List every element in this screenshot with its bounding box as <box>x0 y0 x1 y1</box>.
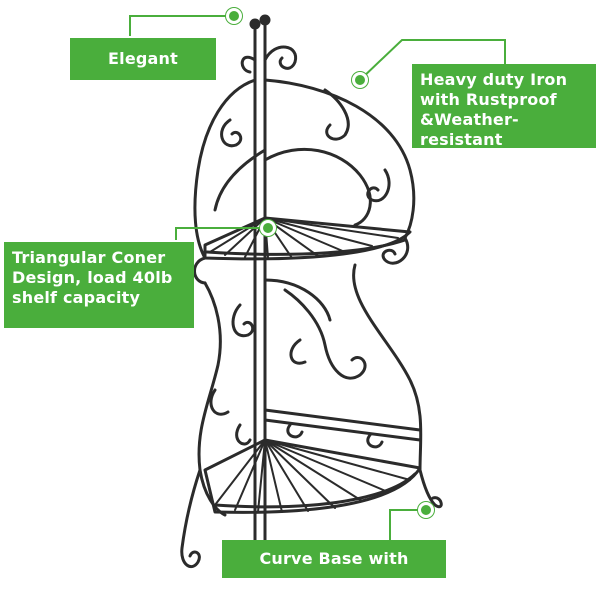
callout-dot-icon <box>418 502 434 518</box>
label-heavy-duty-iron: Heavy duty Iron with Rustproof &Weather-… <box>412 64 596 149</box>
label-elegant-design: Elegant Design <box>70 38 216 98</box>
label-triangular-corner-design: Triangular Coner Design, load 40lb shelf… <box>4 242 194 328</box>
callout-dot-icon <box>226 8 242 24</box>
callout-dot-icon <box>260 220 276 236</box>
callout-dot-icon <box>352 72 368 88</box>
label-curve-base: Curve Base with Scratch <box>222 540 446 594</box>
